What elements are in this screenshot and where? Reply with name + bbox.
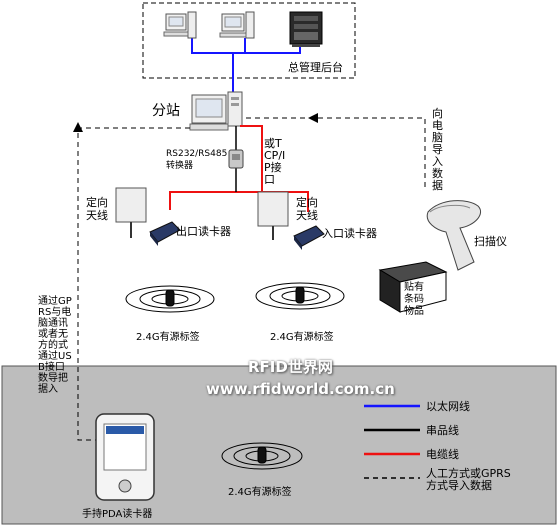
tag-left-label: 2.4G有源标签	[136, 332, 200, 343]
pda-icon	[95, 413, 155, 501]
tcpip-label: 或TCP/IP接口	[264, 137, 286, 186]
legend-cable-label: 电缆线	[426, 448, 459, 461]
antenna-left-label: 定向 天线	[86, 196, 108, 222]
tag-bottom-label: 2.4G有源标签	[228, 487, 292, 498]
to-pc-label: 向电脑导入数据	[432, 107, 443, 192]
exit-reader-icon	[149, 221, 181, 246]
legend-serial-label: 串品线	[426, 424, 459, 437]
management-box	[142, 2, 356, 79]
computer-icon-1	[163, 11, 197, 39]
watermark-url: www.rfidworld.com.cn	[206, 380, 395, 398]
left-antenna-icon	[115, 187, 147, 238]
converter-icon	[228, 149, 244, 169]
tag-bottom-icon	[221, 442, 303, 470]
watermark-title: RFID世界网	[248, 358, 333, 376]
antenna-right-label: 定向 天线	[296, 196, 318, 222]
ethernet-lines	[191, 38, 301, 95]
substation-computer-icon	[189, 91, 243, 131]
computer-icon-2	[219, 11, 255, 39]
scanner-label: 扫描仪	[474, 235, 507, 248]
entry-reader-label: 入口读卡器	[322, 227, 377, 240]
scanner-icon	[426, 200, 482, 271]
legend-ethernet-label: 以太网线	[426, 400, 470, 413]
converter-label: RS232/RS485 转换器	[166, 149, 228, 171]
substation-label: 分站	[152, 103, 180, 119]
cable-lines	[169, 125, 309, 212]
exit-reader-label: 出口读卡器	[176, 225, 231, 238]
gprs-note: 通过GPRS与电脑通讯或者无方的式通过USB接口数导把据入	[38, 296, 72, 395]
pda-label: 手持PDA读卡器	[82, 509, 153, 520]
tag-right-label: 2.4G有源标签	[270, 332, 334, 343]
bottom-panel	[1, 365, 557, 525]
arrow-up-left	[73, 122, 83, 132]
right-antenna-icon	[257, 191, 289, 240]
barcode-item-box	[378, 261, 448, 313]
legend-import-label: 人工方式或GPRS方式导入数据	[426, 467, 511, 492]
tag-left-icon	[125, 285, 215, 313]
tag-right-icon	[255, 282, 345, 310]
server-icon	[289, 11, 323, 47]
entry-reader-icon	[293, 225, 325, 250]
management-label: 总管理后台	[288, 61, 343, 74]
legend	[364, 404, 420, 479]
import-paths	[77, 117, 426, 441]
barcode-item-label: 贴有条码物品	[404, 282, 424, 317]
arrow-to-substation	[308, 113, 318, 123]
